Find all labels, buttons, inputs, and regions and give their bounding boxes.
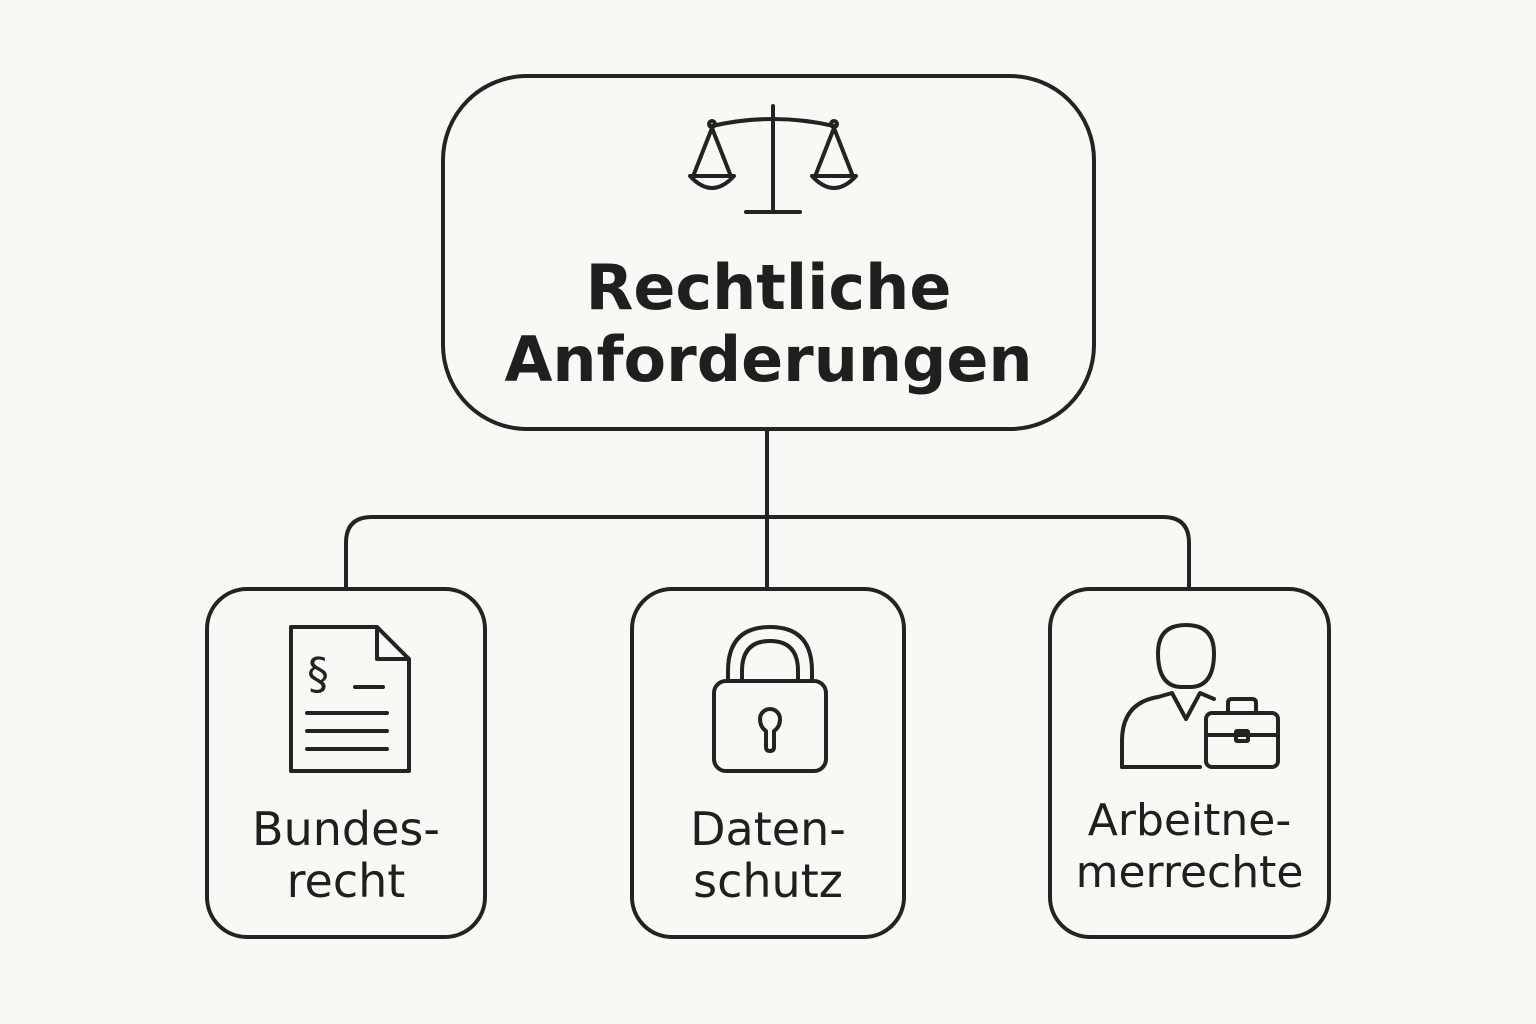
node-label-line-1: Bundes- (252, 802, 440, 856)
node-label-line-1: Daten- (690, 802, 846, 856)
root-title-line-2: Anforderungen (504, 323, 1033, 396)
paragraph-document-icon: § (285, 621, 413, 777)
employee-briefcase-icon (1120, 621, 1284, 771)
node-label-line-1: Arbeitne- (1087, 795, 1292, 846)
node-label-bundesrecht: Bundes- recht (209, 803, 483, 907)
scales-icon (688, 102, 858, 222)
node-datenschutz: Daten- schutz (630, 587, 906, 939)
node-arbeitnehmerrechte: Arbeitne- merrechte (1048, 587, 1331, 939)
root-title: Rechtliche Anforderungen (445, 252, 1092, 396)
node-label-arbeitnehmerrechte: Arbeitne- merrechte (1052, 795, 1327, 899)
root-node: Rechtliche Anforderungen (441, 74, 1096, 431)
node-label-line-2: merrechte (1075, 847, 1304, 898)
node-label-line-2: schutz (693, 854, 843, 908)
node-label-line-2: recht (286, 854, 406, 908)
connector-branch-left (344, 515, 769, 589)
node-bundesrecht: § Bundes- recht (205, 587, 487, 939)
section-glyph: § (307, 649, 329, 700)
connector-branch-right (765, 515, 1191, 589)
root-title-line-1: Rechtliche (585, 251, 952, 324)
node-label-datenschutz: Daten- schutz (634, 803, 902, 907)
lock-icon (710, 623, 830, 775)
